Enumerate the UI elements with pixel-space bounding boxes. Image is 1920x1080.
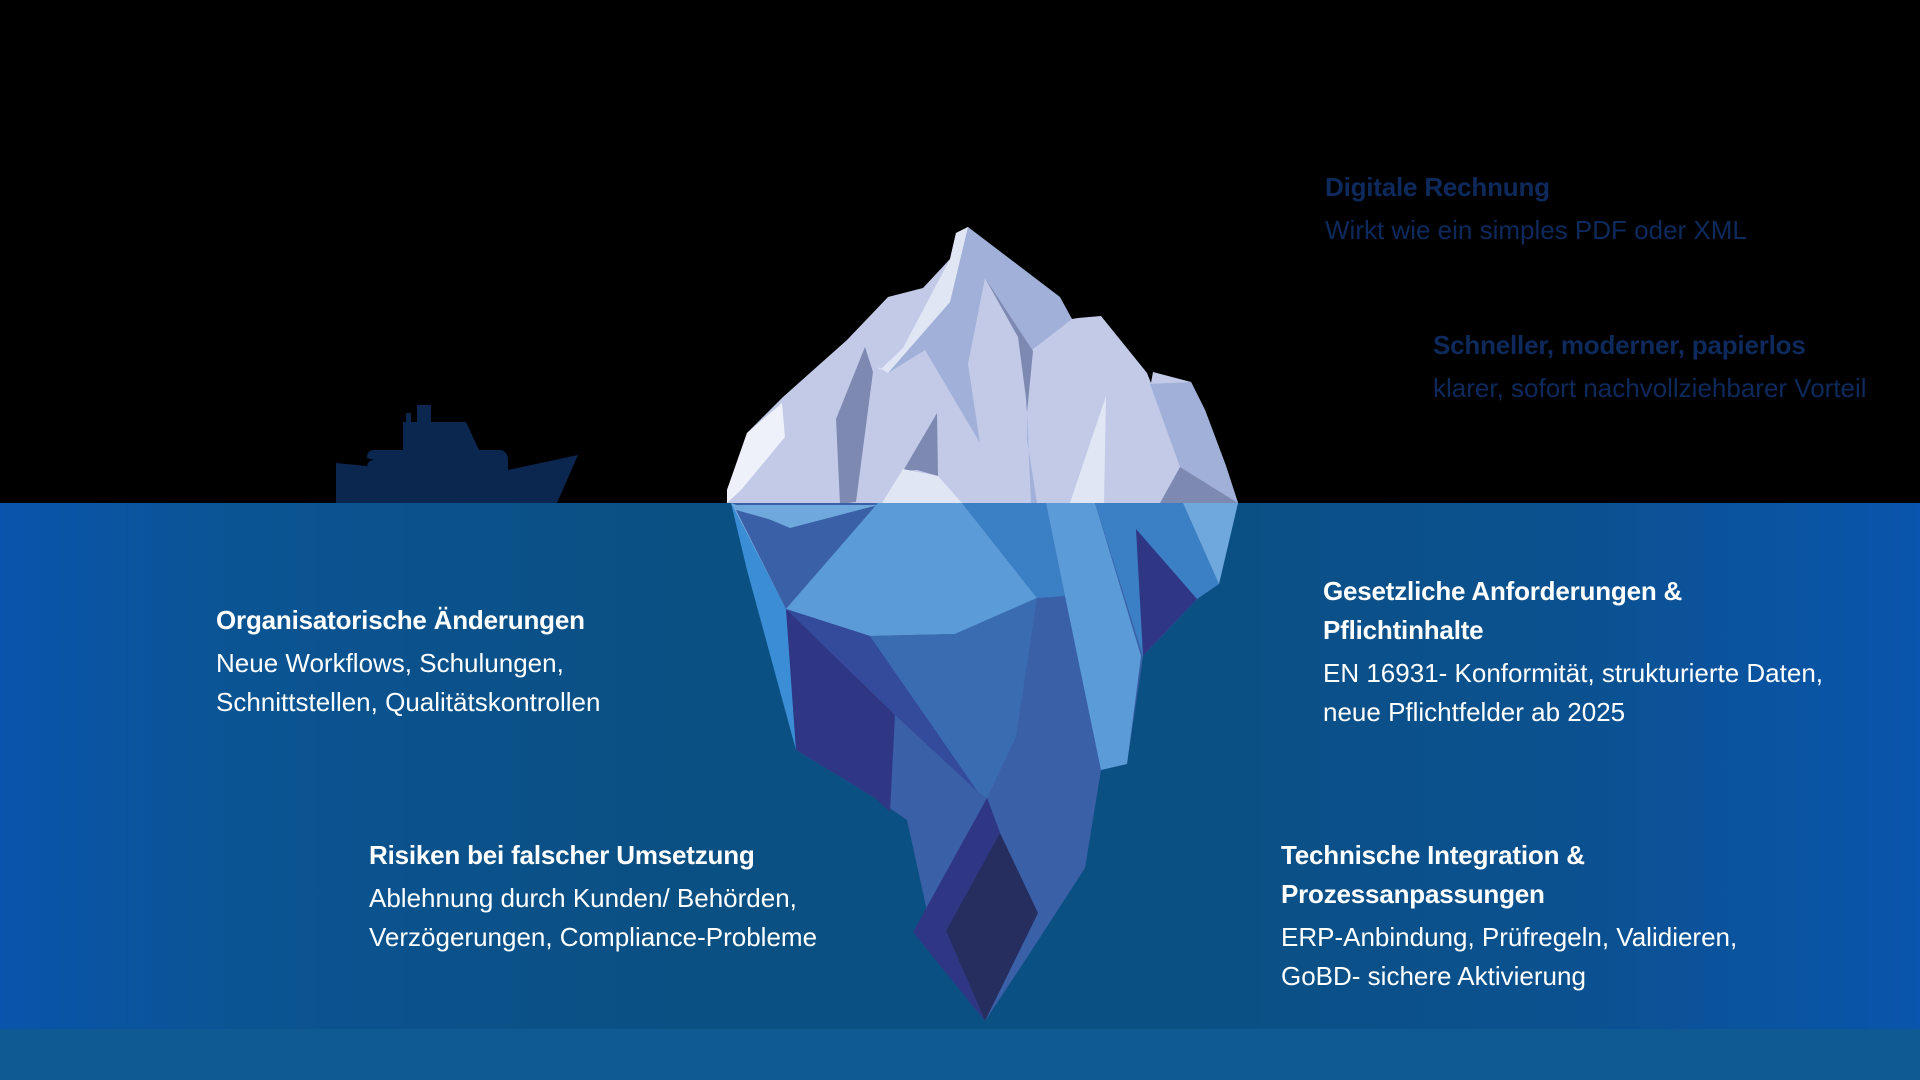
label-description-line-2: Verzögerungen, Compliance-Probleme bbox=[369, 922, 818, 952]
label-description: Wirkt wie ein simples PDF oder XML bbox=[1325, 215, 1747, 245]
seabed-band bbox=[0, 1029, 1920, 1080]
label-technische-integration: Technische Integration & Prozessanpassun… bbox=[1281, 836, 1737, 996]
label-title-line-2: Prozessanpassungen bbox=[1281, 879, 1545, 909]
label-description-line-1: ERP-Anbindung, Prüfregeln, Validieren, bbox=[1281, 922, 1738, 952]
label-schneller-moderner: Schneller, moderner, papierlos klarer, s… bbox=[1433, 326, 1867, 408]
label-title-line-1: Gesetzliche Anforderungen & bbox=[1323, 576, 1683, 606]
label-title-line-1: Technische Integration & bbox=[1281, 840, 1585, 870]
label-description-line-1: Neue Workflows, Schulungen, bbox=[216, 648, 564, 678]
label-organisatorische-aenderungen: Organisatorische Änderungen Neue Workflo… bbox=[216, 601, 600, 722]
label-description-line-2: neue Pflichtfelder ab 2025 bbox=[1323, 697, 1626, 727]
label-title-line-2: Pflichtinhalte bbox=[1323, 615, 1484, 645]
iceberg-underwater bbox=[731, 503, 1238, 1021]
label-risiken: Risiken bei falscher Umsetzung Ablehnung… bbox=[369, 836, 817, 957]
label-title: Digitale Rechnung bbox=[1325, 172, 1550, 202]
iceberg-tip bbox=[727, 227, 1238, 504]
label-description-line-1: EN 16931- Konformität, strukturierte Dat… bbox=[1323, 658, 1824, 688]
label-title: Organisatorische Änderungen bbox=[216, 605, 585, 635]
label-description-line-2: GoBD- sichere Aktivierung bbox=[1281, 961, 1586, 991]
label-description-line-1: Ablehnung durch Kunden/ Behörden, bbox=[369, 883, 797, 913]
label-description: klarer, sofort nachvollziehbarer Vorteil bbox=[1433, 373, 1867, 403]
label-description-line-2: Schnittstellen, Qualitätskontrollen bbox=[216, 687, 601, 717]
label-title: Schneller, moderner, papierlos bbox=[1433, 330, 1806, 360]
ship-icon bbox=[336, 405, 578, 503]
label-digitale-rechnung: Digitale Rechnung Wirkt wie ein simples … bbox=[1325, 168, 1747, 250]
label-gesetzliche-anforderungen: Gesetzliche Anforderungen & Pflichtinhal… bbox=[1323, 572, 1823, 732]
label-title: Risiken bei falscher Umsetzung bbox=[369, 840, 755, 870]
